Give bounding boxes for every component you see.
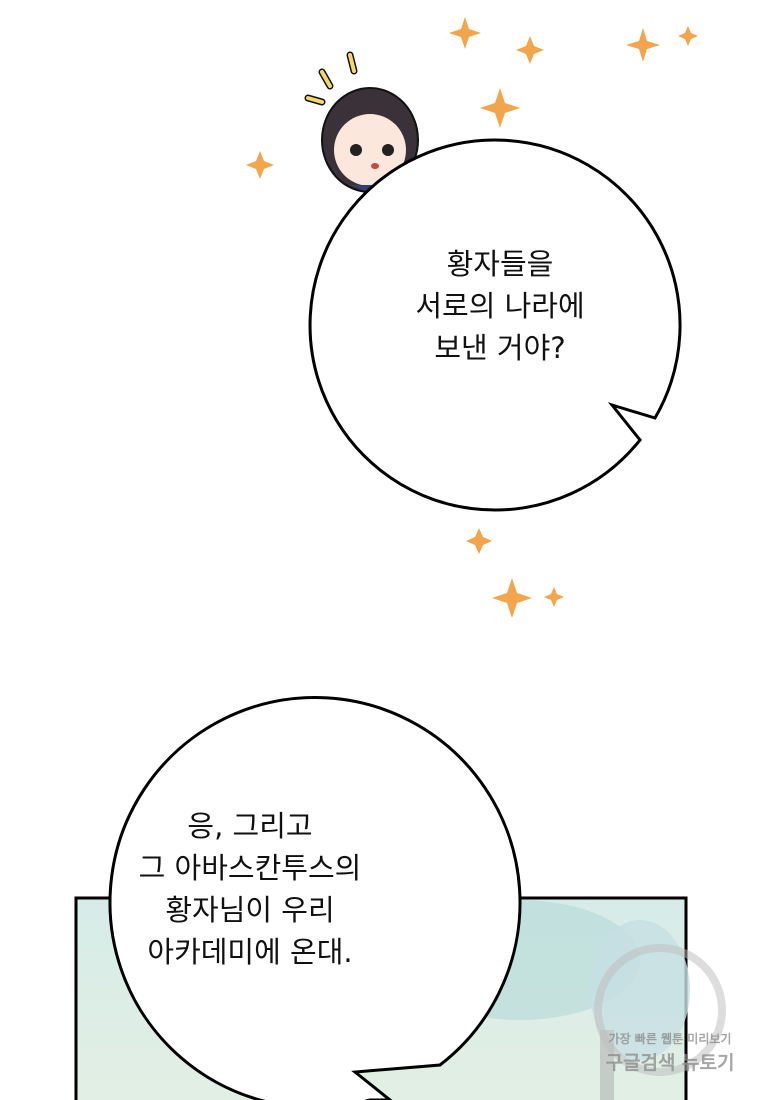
speech-bubble-2 [108,696,522,1100]
bubble-1-line: 황자들을 [446,247,554,281]
bubble-2-line: 황자님이 우리 [165,893,335,927]
watermark-line-2: 구글검색 뉴토기 [605,1052,735,1074]
sparkle-effects [246,17,698,618]
bubble-1-text: 황자들을 서로의 나라에 보낸 거야? [340,243,660,369]
character-chibi [304,51,419,193]
bubble-2-text: 응, 그리고 그 아바스칸투스의 황자님이 우리 아카데미에 온대. [80,805,420,973]
bubble-2-line: 응, 그리고 [187,809,313,843]
bubble-1-line: 서로의 나라에 [415,289,585,323]
bubble-1-line: 보낸 거야? [434,331,566,365]
bubble-2-line: 아카데미에 온대. [147,935,353,969]
bubble-2-line: 그 아바스칸투스의 [138,851,362,885]
speech-bubble-1 [308,138,682,512]
watermark-line-1: 가장 빠른 웹툰 미리보기 [608,1032,732,1046]
